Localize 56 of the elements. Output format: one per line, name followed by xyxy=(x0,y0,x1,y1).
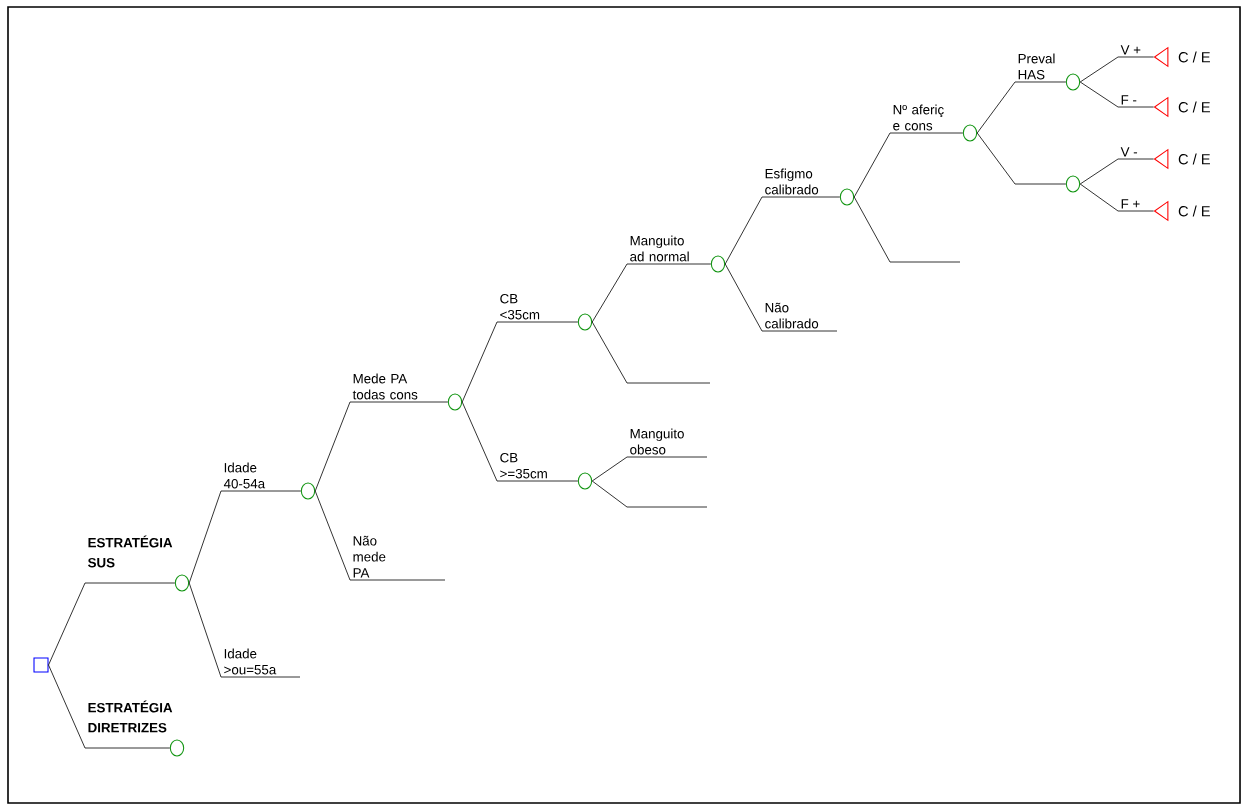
branch-line xyxy=(48,664,171,749)
chance-circle xyxy=(710,255,726,273)
branch-line xyxy=(591,321,711,384)
chance-circle xyxy=(174,574,190,592)
branch-label: Mede PA todas cons xyxy=(352,373,418,400)
branch-label: ESTRATÉGIA SUS xyxy=(88,535,173,568)
branch-line xyxy=(853,132,964,198)
outcome-label: C / E xyxy=(1178,51,1210,63)
chance-circle xyxy=(1065,73,1081,91)
branch-line xyxy=(1079,183,1154,212)
branch-label: Não mede PA xyxy=(353,535,386,578)
branch-label: F - xyxy=(1121,95,1137,105)
branch-label: CB >=35cm xyxy=(500,452,547,479)
branch-label: Esfigmo calibrado xyxy=(765,168,819,195)
branch-label: F + xyxy=(1121,199,1140,209)
outcome-label: C / E xyxy=(1178,101,1210,113)
chance-circle xyxy=(839,188,855,206)
branch-label: Não calibrado xyxy=(765,302,819,329)
outcome-label: C / E xyxy=(1178,153,1210,165)
branch-label: Preval HAS xyxy=(1018,53,1055,80)
chance-circle xyxy=(577,472,593,490)
branch-line xyxy=(188,490,302,584)
chance-circle xyxy=(962,124,978,142)
branch-label: Nº aferiç e cons xyxy=(893,104,944,131)
branch-label: V - xyxy=(1120,147,1138,157)
branch-line xyxy=(724,263,838,332)
branch-line xyxy=(461,401,579,482)
chance-circle xyxy=(1065,175,1081,193)
branch-line xyxy=(976,81,1067,134)
branch-line xyxy=(1079,81,1154,108)
branch-line xyxy=(591,456,708,482)
branch-line xyxy=(461,321,579,403)
branch-label: Manguito obeso xyxy=(630,428,684,455)
branch-line xyxy=(591,263,712,323)
branch-line xyxy=(1079,158,1154,185)
chance-circle xyxy=(300,482,316,500)
chance-circle xyxy=(447,393,463,411)
chance-circle xyxy=(169,739,185,757)
branch-line xyxy=(591,480,708,508)
branch-line xyxy=(188,582,301,678)
branch-line xyxy=(314,401,449,492)
branch-label: Idade >ou=55a xyxy=(224,648,277,675)
decision-square xyxy=(33,657,49,673)
branch-line xyxy=(48,582,176,666)
branch-line xyxy=(853,196,961,263)
chance-circle xyxy=(577,313,593,331)
branch-line xyxy=(976,132,1067,185)
branch-line xyxy=(724,196,841,265)
branch-line xyxy=(314,490,446,581)
branch-line xyxy=(1079,56,1154,83)
branch-label: V + xyxy=(1120,45,1141,55)
branch-label: Idade 40-54a xyxy=(223,462,266,489)
outcome-label: C / E xyxy=(1178,205,1210,217)
branch-label: ESTRATÉGIA DIRETRIZES xyxy=(88,700,173,733)
branch-label: CB <35cm xyxy=(500,293,540,320)
branch-label: Manguito ad normal xyxy=(630,235,689,262)
